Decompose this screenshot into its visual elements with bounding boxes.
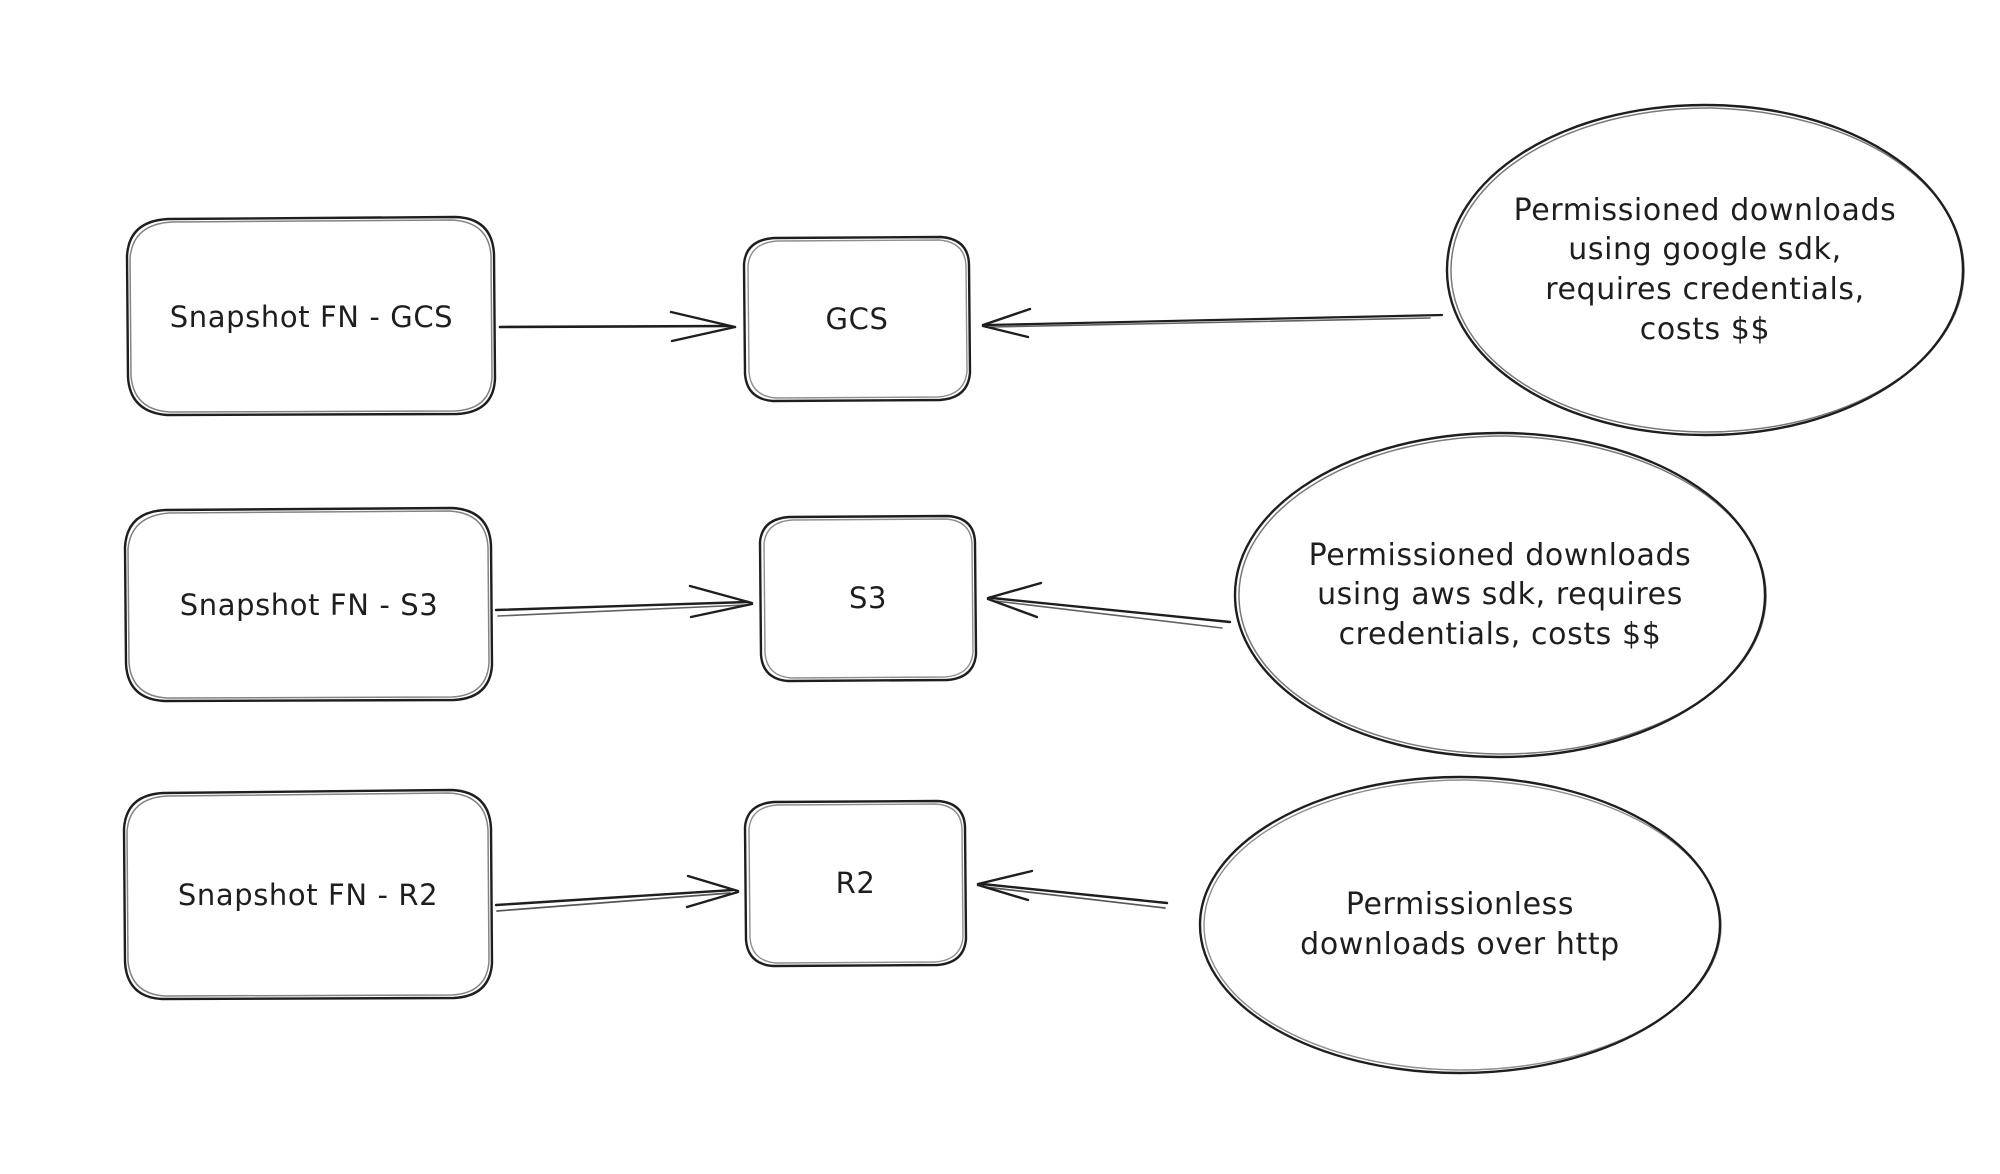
row-s3-note-shape[interactable] bbox=[1233, 431, 1767, 759]
row-gcs-arrow-note-to-store[interactable] bbox=[981, 307, 1444, 339]
row-gcs-source-shape[interactable] bbox=[125, 215, 497, 417]
row-r2-source-shape[interactable] bbox=[122, 788, 494, 1001]
row-s3-store-shape[interactable] bbox=[758, 514, 978, 683]
row-r2-store-shape[interactable] bbox=[743, 799, 968, 968]
row-gcs-note-shape[interactable] bbox=[1445, 103, 1965, 437]
row-s3-source-shape[interactable] bbox=[123, 506, 494, 703]
row-gcs-store-shape[interactable] bbox=[742, 235, 972, 403]
row-s3-arrow-source-to-store[interactable] bbox=[494, 584, 754, 619]
row-s3-arrow-note-to-store[interactable] bbox=[986, 581, 1232, 629]
row-r2-arrow-note-to-store[interactable] bbox=[976, 869, 1169, 909]
row-r2-arrow-source-to-store[interactable] bbox=[494, 874, 740, 912]
row-r2-note-shape[interactable] bbox=[1198, 775, 1722, 1075]
row-gcs-arrow-source-to-store[interactable] bbox=[498, 310, 737, 343]
